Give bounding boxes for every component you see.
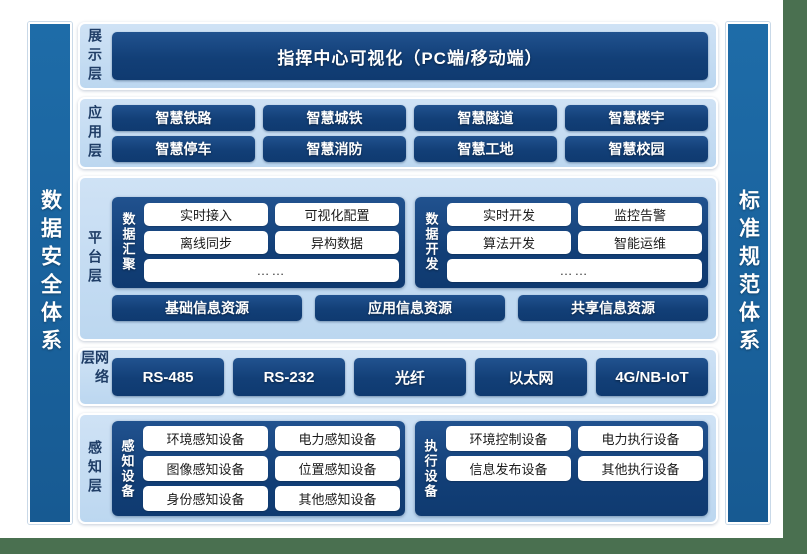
network-item-fiber[interactable]: 光纤	[354, 358, 466, 396]
layer-platform-body: 数据汇聚 实时接入 可视化配置 离线同步 异构数据 ……	[110, 178, 716, 339]
layer-network-body: RS-485 RS-232 光纤 以太网 4G/NB-IoT	[110, 350, 716, 404]
cell-visual-config[interactable]: 可视化配置	[275, 202, 399, 226]
cell-monitor-alarm[interactable]: 监控告警	[578, 202, 702, 226]
layer-display-label: 展示层	[87, 27, 103, 85]
group-title-actuator-devices-wrap: 执行设备	[420, 426, 440, 511]
layer-application-label-wrap: 应用层	[80, 99, 110, 167]
cell-info-publish[interactable]: 信息发布设备	[446, 456, 571, 481]
platform-groups: 数据汇聚 实时接入 可视化配置 离线同步 异构数据 ……	[112, 196, 708, 288]
layer-platform-label: 平台层	[87, 230, 103, 287]
layer-application-label: 应用层	[87, 104, 103, 162]
app-item-smart-site[interactable]: 智慧工地	[414, 135, 557, 162]
actuator-devices-cells: 环境控制设备 电力执行设备 信息发布设备 其他执行设备	[446, 426, 703, 511]
data-development-row-2: 算法开发 智能运维	[447, 230, 702, 254]
data-aggregation-row-1: 实时接入 可视化配置	[144, 202, 399, 226]
layer-display-label-wrap: 展示层	[80, 24, 110, 88]
app-item-smart-campus[interactable]: 智慧校园	[565, 135, 708, 162]
cell-intelligent-ops[interactable]: 智能运维	[578, 230, 702, 254]
layer-display[interactable]: 展示层 指挥中心可视化（PC端/移动端）	[78, 22, 718, 90]
app-item-smart-tunnel[interactable]: 智慧隧道	[414, 104, 557, 131]
network-row: RS-485 RS-232 光纤 以太网 4G/NB-IoT	[112, 358, 708, 396]
cell-other-actuator[interactable]: 其他执行设备	[578, 456, 703, 481]
app-item-smart-building[interactable]: 智慧楼宇	[565, 104, 708, 131]
diagram-canvas: 数据安全体系 标准规范体系 展示层 指挥中心可视化（PC端/移动端） 应用层 智…	[0, 0, 783, 538]
layer-network[interactable]: 网络层 RS-485 RS-232 光纤 以太网 4G/NB-IoT	[78, 348, 718, 406]
cell-env-control[interactable]: 环境控制设备	[446, 426, 571, 451]
display-banner[interactable]: 指挥中心可视化（PC端/移动端）	[112, 32, 708, 80]
app-item-smart-parking[interactable]: 智慧停车	[112, 135, 255, 162]
sensing-row-2: 图像感知设备 位置感知设备	[143, 456, 400, 481]
network-item-4g-nbiot[interactable]: 4G/NB-IoT	[596, 358, 708, 396]
pillar-standards[interactable]: 标准规范体系	[726, 22, 770, 524]
cell-realtime-dev[interactable]: 实时开发	[447, 202, 571, 226]
cell-offline-sync[interactable]: 离线同步	[144, 230, 268, 254]
perception-groups: 感知设备 环境感知设备 电力感知设备 图像感知设备 位置感知设备 身份感知设备	[112, 421, 708, 516]
sensing-row-3: 身份感知设备 其他感知设备	[143, 486, 400, 511]
layer-platform-label-wrap: 平台层	[80, 178, 110, 339]
network-item-ethernet[interactable]: 以太网	[475, 358, 587, 396]
data-aggregation-cells: 实时接入 可视化配置 离线同步 异构数据 ……	[144, 202, 399, 282]
resource-app-info[interactable]: 应用信息资源	[315, 294, 505, 321]
layer-perception-label-wrap: 感知层	[80, 415, 110, 522]
sensing-row-1: 环境感知设备 电力感知设备	[143, 426, 400, 451]
group-title-data-development: 数据开发	[423, 212, 439, 272]
cell-power-actuator[interactable]: 电力执行设备	[578, 426, 703, 451]
group-title-sensing-devices-wrap: 感知设备	[117, 426, 137, 511]
cell-heterogeneous-data[interactable]: 异构数据	[275, 230, 399, 254]
layer-network-label: 网络层	[80, 350, 110, 388]
app-item-smart-railway[interactable]: 智慧铁路	[112, 104, 255, 131]
layer-network-label-wrap: 网络层	[80, 350, 110, 404]
cell-env-sensor[interactable]: 环境感知设备	[143, 426, 268, 451]
resource-shared-info[interactable]: 共享信息资源	[518, 294, 708, 321]
data-development-row-1: 实时开发 监控告警	[447, 202, 702, 226]
layer-perception-body: 感知设备 环境感知设备 电力感知设备 图像感知设备 位置感知设备 身份感知设备	[110, 415, 716, 522]
pillar-right-label: 标准规范体系	[736, 189, 760, 357]
group-title-sensing-devices: 感知设备	[119, 438, 135, 499]
data-aggregation-row-2: 离线同步 异构数据	[144, 230, 399, 254]
cell-power-sensor[interactable]: 电力感知设备	[275, 426, 400, 451]
group-title-data-aggregation-wrap: 数据汇聚	[118, 203, 138, 282]
platform-group-data-development[interactable]: 数据开发 实时开发 监控告警 算法开发 智能运维 ……	[415, 196, 708, 288]
cell-identity-sensor[interactable]: 身份感知设备	[143, 486, 268, 511]
layer-perception-label: 感知层	[87, 440, 103, 497]
application-row-2: 智慧停车 智慧消防 智慧工地 智慧校园	[112, 135, 708, 162]
cell-realtime-ingest[interactable]: 实时接入	[144, 202, 268, 226]
pillar-data-security[interactable]: 数据安全体系	[28, 22, 72, 524]
group-title-data-aggregation: 数据汇聚	[120, 212, 136, 272]
layer-perception[interactable]: 感知层 感知设备 环境感知设备 电力感知设备 图像感知设备	[78, 413, 718, 524]
perception-group-actuator-devices[interactable]: 执行设备 环境控制设备 电力执行设备 信息发布设备 其他执行设备	[415, 421, 708, 516]
pillar-left-label: 数据安全体系	[38, 189, 62, 357]
cell-location-sensor[interactable]: 位置感知设备	[275, 456, 400, 481]
layer-application[interactable]: 应用层 智慧铁路 智慧城铁 智慧隧道 智慧楼宇 智慧停车 智慧消防 智慧工地 智…	[78, 97, 718, 169]
cell-development-more[interactable]: ……	[447, 258, 702, 282]
app-item-smart-fire[interactable]: 智慧消防	[263, 135, 406, 162]
layer-display-body: 指挥中心可视化（PC端/移动端）	[110, 24, 716, 88]
group-title-actuator-devices: 执行设备	[422, 438, 438, 499]
data-development-cells: 实时开发 监控告警 算法开发 智能运维 ……	[447, 202, 702, 282]
cell-other-sensor[interactable]: 其他感知设备	[275, 486, 400, 511]
application-row-1: 智慧铁路 智慧城铁 智慧隧道 智慧楼宇	[112, 104, 708, 131]
network-item-rs485[interactable]: RS-485	[112, 358, 224, 396]
platform-resource-row: 基础信息资源 应用信息资源 共享信息资源	[112, 294, 708, 321]
perception-group-sensing-devices[interactable]: 感知设备 环境感知设备 电力感知设备 图像感知设备 位置感知设备 身份感知设备	[112, 421, 405, 516]
app-item-smart-metro[interactable]: 智慧城铁	[263, 104, 406, 131]
sensing-devices-cells: 环境感知设备 电力感知设备 图像感知设备 位置感知设备 身份感知设备 其他感知设…	[143, 426, 400, 511]
network-item-rs232[interactable]: RS-232	[233, 358, 345, 396]
cell-image-sensor[interactable]: 图像感知设备	[143, 456, 268, 481]
actuator-row-1: 环境控制设备 电力执行设备	[446, 426, 703, 451]
group-title-data-development-wrap: 数据开发	[421, 203, 441, 282]
platform-group-data-aggregation[interactable]: 数据汇聚 实时接入 可视化配置 离线同步 异构数据 ……	[112, 196, 405, 288]
cell-algorithm-dev[interactable]: 算法开发	[447, 230, 571, 254]
cell-aggregation-more[interactable]: ……	[144, 258, 399, 282]
layer-platform[interactable]: 平台层 数据汇聚 实时接入 可视化配置 离线同步	[78, 176, 718, 341]
actuator-row-2: 信息发布设备 其他执行设备	[446, 456, 703, 481]
layer-application-body: 智慧铁路 智慧城铁 智慧隧道 智慧楼宇 智慧停车 智慧消防 智慧工地 智慧校园	[110, 99, 716, 167]
resource-basic-info[interactable]: 基础信息资源	[112, 294, 302, 321]
